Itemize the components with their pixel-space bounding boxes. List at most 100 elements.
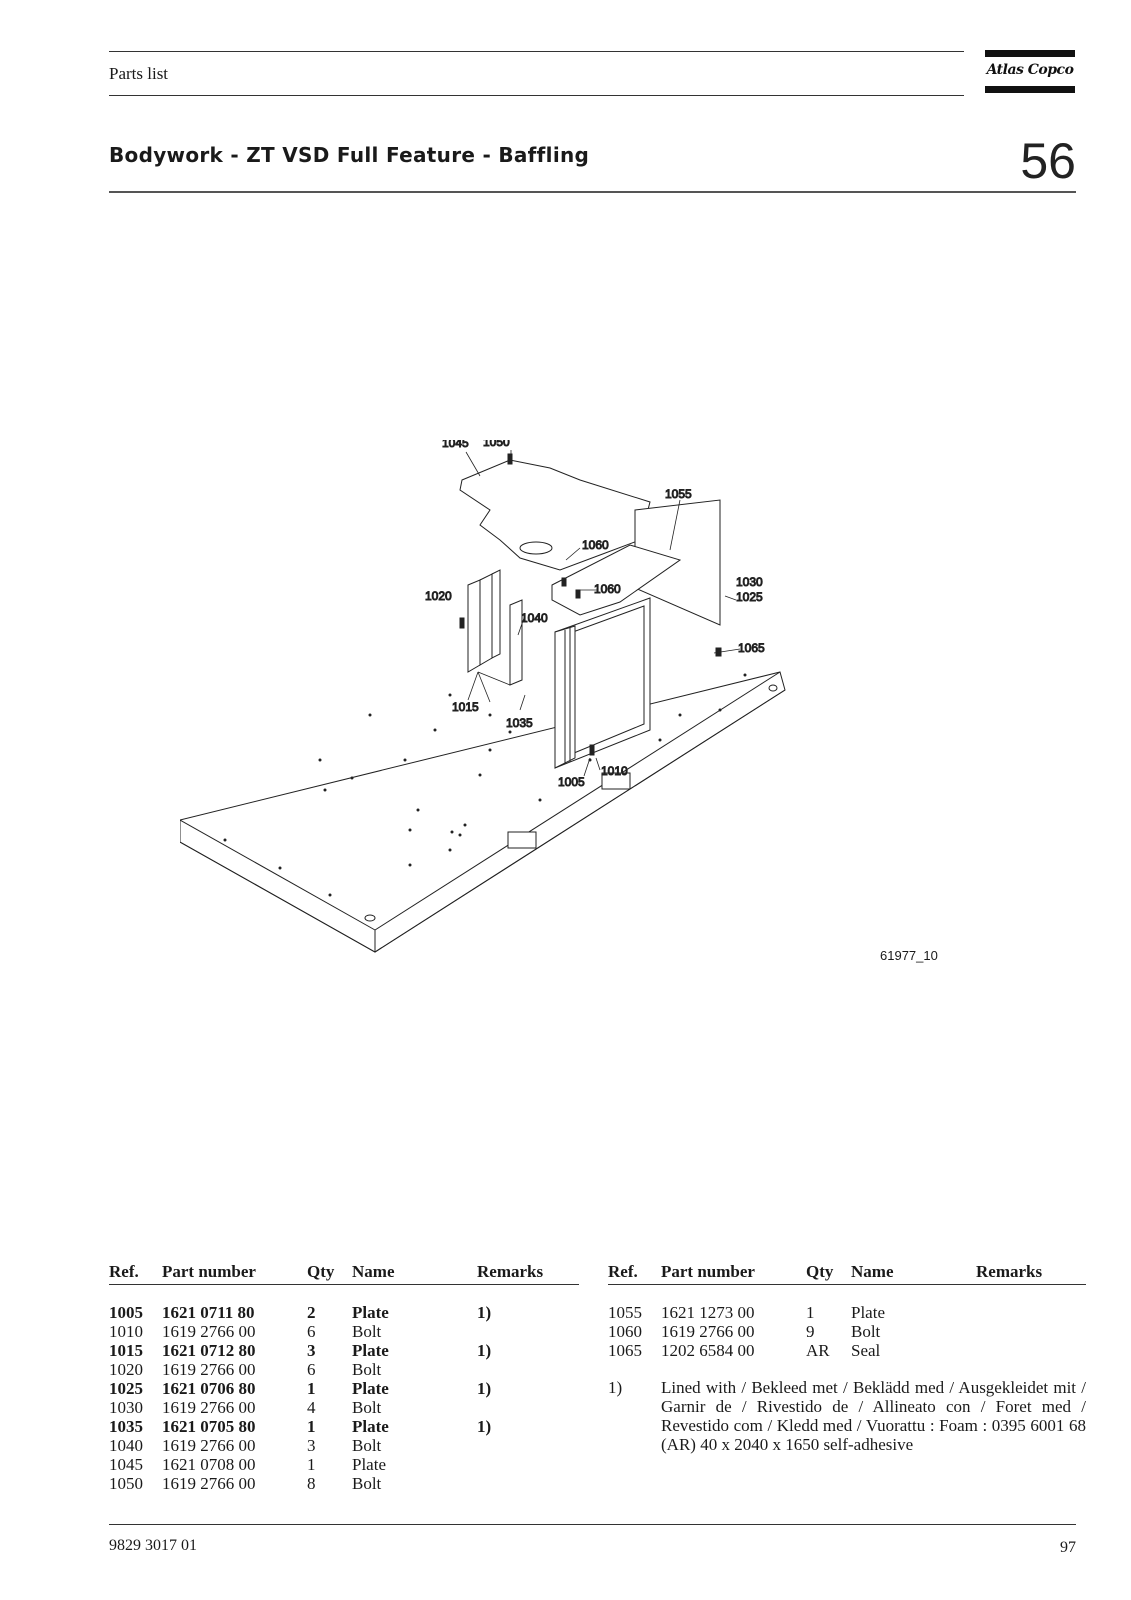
callout-label: 1055 xyxy=(665,487,692,501)
cell-ref: 1025 xyxy=(109,1379,143,1398)
cell-part-number: 1621 0705 80 xyxy=(162,1417,256,1436)
table-row: 1030 1619 2766 00 4 Bolt xyxy=(109,1398,579,1417)
document-number: 9829 3017 01 xyxy=(109,1537,197,1554)
cell-name: Bolt xyxy=(352,1322,382,1341)
table-row: 1010 1619 2766 00 6 Bolt xyxy=(109,1322,579,1341)
callout-label: 1025 xyxy=(736,590,763,604)
cell-qty: 6 xyxy=(307,1360,316,1379)
cell-ref: 1010 xyxy=(109,1322,143,1341)
cell-remarks xyxy=(477,1360,579,1379)
cell-ref: 1035 xyxy=(109,1417,143,1436)
cell-remarks xyxy=(477,1474,579,1493)
figure-id: 61977_10 xyxy=(880,948,938,963)
page-number: 97 xyxy=(1060,1539,1076,1556)
callout-label: 1040 xyxy=(521,611,548,625)
cell-name: Plate xyxy=(352,1379,389,1398)
cell-name: Seal xyxy=(851,1341,881,1360)
cell-qty: 8 xyxy=(307,1474,316,1493)
cell-part-number: 1619 2766 00 xyxy=(162,1436,256,1455)
cell-part-number: 1202 6584 00 xyxy=(661,1341,755,1360)
cell-name: Bolt xyxy=(352,1398,382,1417)
col-header-ref: Ref. xyxy=(109,1262,162,1285)
cell-ref: 1015 xyxy=(109,1341,143,1360)
cell-part-number: 1621 0708 00 xyxy=(162,1455,256,1474)
callout-label: 1060 xyxy=(582,538,609,552)
footnote-text: Lined with / Bekleed met / Beklädd med /… xyxy=(661,1378,1086,1454)
cell-remarks xyxy=(477,1398,579,1417)
cell-part-number: 1619 2766 00 xyxy=(162,1398,256,1417)
footer-rule xyxy=(109,1524,1076,1525)
cell-ref: 1055 xyxy=(608,1303,642,1322)
title-rule xyxy=(109,191,1076,193)
col-header-remarks: Remarks xyxy=(976,1262,1086,1285)
cell-qty: 2 xyxy=(307,1303,316,1322)
cell-part-number: 1619 2766 00 xyxy=(661,1322,755,1341)
cell-name: Bolt xyxy=(352,1474,382,1493)
cell-qty: 1 xyxy=(307,1417,316,1436)
cell-part-number: 1621 1273 00 xyxy=(661,1303,755,1322)
callout-label: 1065 xyxy=(738,641,765,655)
callout-label: 1060 xyxy=(594,582,621,596)
cell-qty: 1 xyxy=(307,1379,316,1398)
cell-qty: 6 xyxy=(307,1322,316,1341)
cell-remarks xyxy=(477,1322,579,1341)
table-row: 1025 1621 0706 80 1 Plate 1) xyxy=(109,1379,579,1398)
cell-remarks: 1) xyxy=(477,1417,492,1436)
cell-remarks: 1) xyxy=(477,1379,492,1398)
cell-name: Plate xyxy=(352,1417,389,1436)
cell-remarks xyxy=(477,1436,579,1455)
cell-ref: 1050 xyxy=(109,1474,143,1493)
cell-name: Bolt xyxy=(352,1436,382,1455)
cell-qty: 3 xyxy=(307,1341,316,1360)
col-header-ref: Ref. xyxy=(608,1262,661,1285)
col-header-qty: Qty xyxy=(307,1262,352,1285)
footnote-key: 1) xyxy=(608,1378,623,1397)
col-header-part-number: Part number xyxy=(661,1262,806,1285)
cell-qty: 4 xyxy=(307,1398,316,1417)
table-row: 1045 1621 0708 00 1 Plate xyxy=(109,1455,579,1474)
table-row: 1040 1619 2766 00 3 Bolt xyxy=(109,1436,579,1455)
cell-part-number: 1619 2766 00 xyxy=(162,1474,256,1493)
logo-text: Atlas Copco xyxy=(986,62,1074,78)
header-top-rule xyxy=(109,51,964,52)
table-row: 1035 1621 0705 80 1 Plate 1) xyxy=(109,1417,579,1436)
cell-remarks: 1) xyxy=(477,1303,492,1322)
col-header-name: Name xyxy=(352,1262,477,1285)
cell-remarks xyxy=(477,1455,579,1474)
section-number: 56 xyxy=(1020,133,1076,189)
cell-part-number: 1619 2766 00 xyxy=(162,1322,256,1341)
cell-part-number: 1619 2766 00 xyxy=(162,1360,256,1379)
callout-label: 1045 xyxy=(442,440,469,450)
table-row: 1050 1619 2766 00 8 Bolt xyxy=(109,1474,579,1493)
exploded-view-drawing: 1045 1050 1055 1060 1060 1030 1025 1020 … xyxy=(180,440,786,953)
col-header-part-number: Part number xyxy=(162,1262,307,1285)
callout-label: 1010 xyxy=(601,764,628,778)
cell-ref: 1030 xyxy=(109,1398,143,1417)
cell-ref: 1020 xyxy=(109,1360,143,1379)
header-label: Parts list xyxy=(109,64,169,83)
cell-part-number: 1621 0706 80 xyxy=(162,1379,256,1398)
callout-label: 1035 xyxy=(506,716,533,730)
cell-qty: 1 xyxy=(307,1455,316,1474)
cell-name: Plate xyxy=(352,1303,389,1322)
atlas-copco-logo: Atlas Copco xyxy=(985,50,1075,94)
cell-name: Plate xyxy=(352,1341,389,1360)
cell-name: Plate xyxy=(352,1455,386,1474)
cell-ref: 1060 xyxy=(608,1322,642,1341)
cell-ref: 1045 xyxy=(109,1455,143,1474)
cell-qty: 3 xyxy=(307,1436,316,1455)
col-header-remarks: Remarks xyxy=(477,1262,579,1285)
cell-remarks: 1) xyxy=(477,1341,492,1360)
cell-remarks xyxy=(976,1341,1086,1360)
cell-qty: AR xyxy=(806,1341,830,1360)
cell-ref: 1040 xyxy=(109,1436,143,1455)
col-header-name: Name xyxy=(851,1262,976,1285)
cell-part-number: 1621 0712 80 xyxy=(162,1341,256,1360)
